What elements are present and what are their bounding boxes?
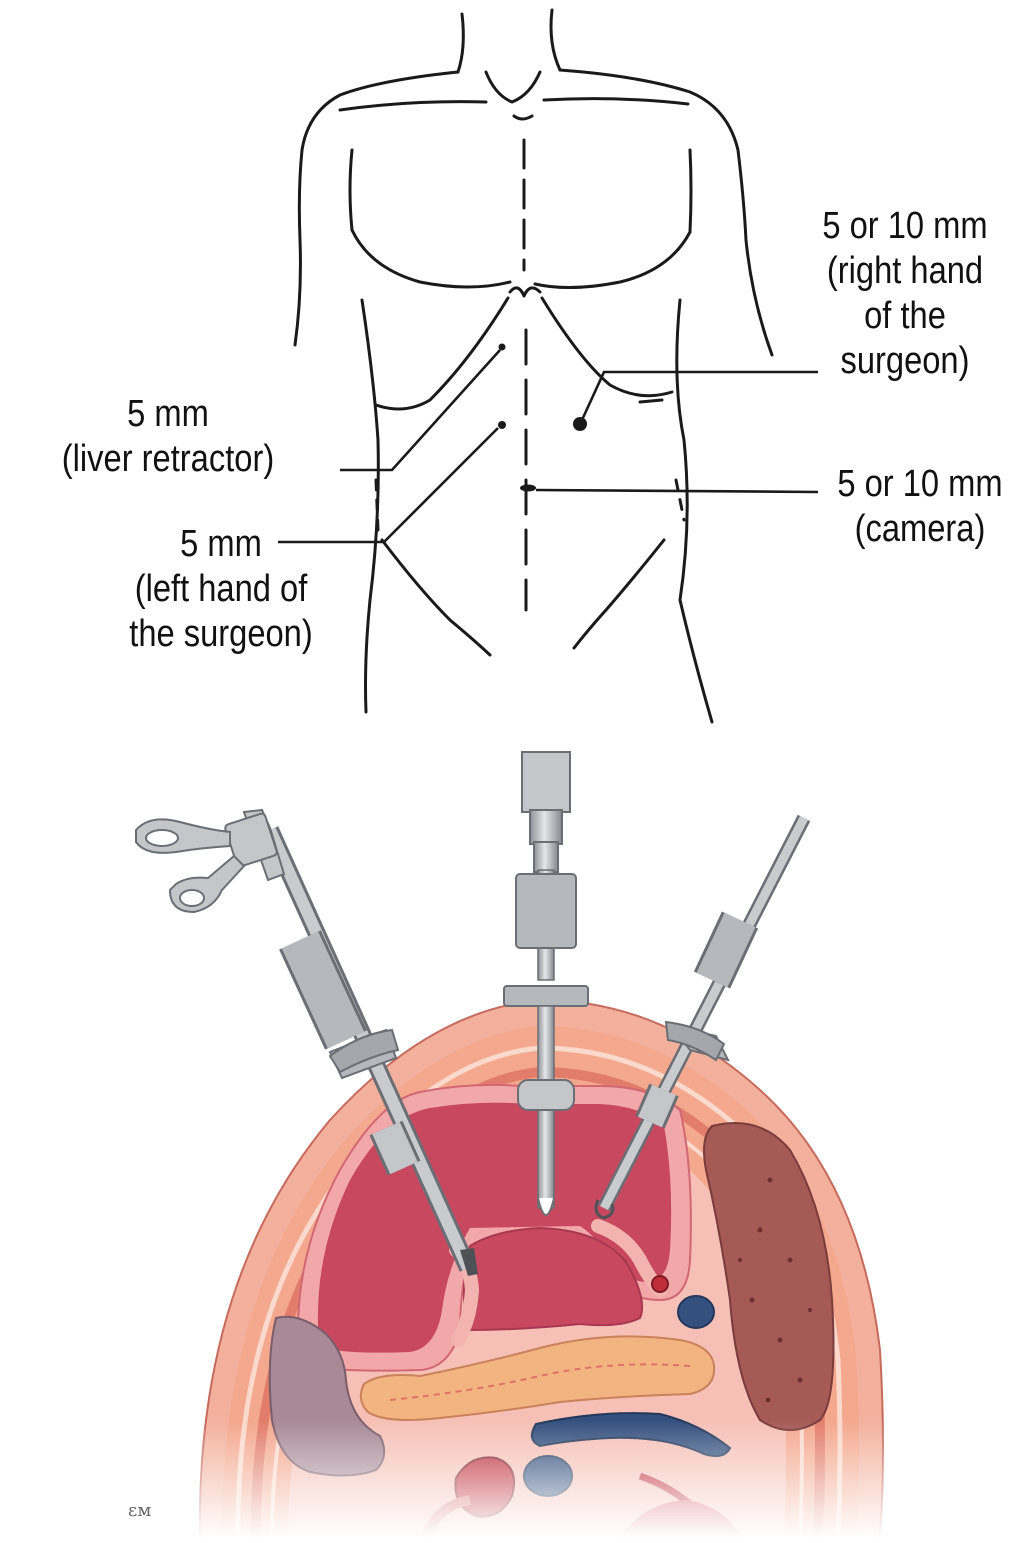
costal-margin-left xyxy=(374,296,510,411)
costal-margin-right xyxy=(540,296,674,398)
label-liver-retractor-size: 5 mm xyxy=(127,393,209,435)
leader-liver-retractor xyxy=(340,349,501,472)
label-left-hand-size: 5 mm xyxy=(180,523,262,565)
label-right-hand: 5 or 10 mm (right hand of the surgeon) xyxy=(798,204,1013,384)
left-grasper xyxy=(135,808,478,1276)
label-camera-role: (camera) xyxy=(854,508,986,550)
neck-left xyxy=(456,12,465,74)
bottom-fade xyxy=(180,1420,900,1538)
camera-trocar xyxy=(503,751,589,1216)
muscle-stripe-1 xyxy=(235,1045,843,1539)
leader-lines xyxy=(278,349,819,544)
port-camera-dot xyxy=(520,484,536,492)
label-right-hand-role-3: surgeon) xyxy=(840,340,970,382)
inguinal-left xyxy=(380,538,492,657)
sternal-top xyxy=(512,114,534,121)
flank-left xyxy=(360,298,380,714)
port-liver-retractor-dot xyxy=(498,343,506,351)
spleen-dots xyxy=(738,1177,812,1403)
pectoral-left xyxy=(350,228,512,289)
clavicle-left xyxy=(338,100,488,112)
label-camera-size: 5 or 10 mm xyxy=(837,463,1003,505)
label-camera: 5 or 10 mm (camera) xyxy=(817,462,1023,552)
flank-right xyxy=(675,298,714,724)
port-right-hand-dot xyxy=(573,417,587,431)
armpit-left xyxy=(348,148,354,232)
label-right-hand-role-1: (right hand xyxy=(826,250,984,292)
artist-signature: ɛᴍ xyxy=(128,1500,152,1521)
port-markers xyxy=(498,343,587,492)
shoulder-left xyxy=(293,70,460,347)
label-liver-retractor: 5 mm (liver retractor) xyxy=(39,392,297,482)
left-port-collar xyxy=(328,1028,400,1074)
xiphoid xyxy=(508,286,542,298)
artery-small xyxy=(651,1275,669,1293)
flank-dash-left xyxy=(374,478,380,532)
label-left-hand-role-2: the surgeon) xyxy=(129,613,313,655)
port-left-hand-dot xyxy=(498,421,506,429)
label-liver-retractor-role: (liver retractor) xyxy=(61,438,275,480)
instruments xyxy=(135,751,811,1276)
vein-left-renal xyxy=(677,1295,715,1329)
pancreas xyxy=(359,1335,716,1421)
torso-outline xyxy=(293,8,774,724)
label-right-hand-role-2: of the xyxy=(864,295,946,337)
leader-camera xyxy=(535,488,819,494)
shoulder-right xyxy=(558,68,774,357)
pectoral-right xyxy=(533,230,692,290)
label-left-hand-role-1: (left hand of xyxy=(134,568,308,610)
label-left-hand: 5 mm (left hand of the surgeon) xyxy=(105,522,337,657)
clavicle-right xyxy=(542,97,690,106)
label-right-hand-size: 5 or 10 mm xyxy=(822,205,988,247)
armpit-right xyxy=(688,148,693,234)
jugular-notch xyxy=(484,70,542,104)
costal-dash-right xyxy=(638,398,664,404)
neck-right xyxy=(549,8,562,72)
pancreatic-duct xyxy=(389,1363,691,1401)
right-grasper xyxy=(594,814,811,1220)
leader-left-hand xyxy=(278,427,499,544)
flank-dash-right xyxy=(674,478,686,522)
right-port-collar xyxy=(664,1020,726,1062)
leader-right-hand xyxy=(580,370,818,421)
inguinal-right xyxy=(572,538,666,650)
